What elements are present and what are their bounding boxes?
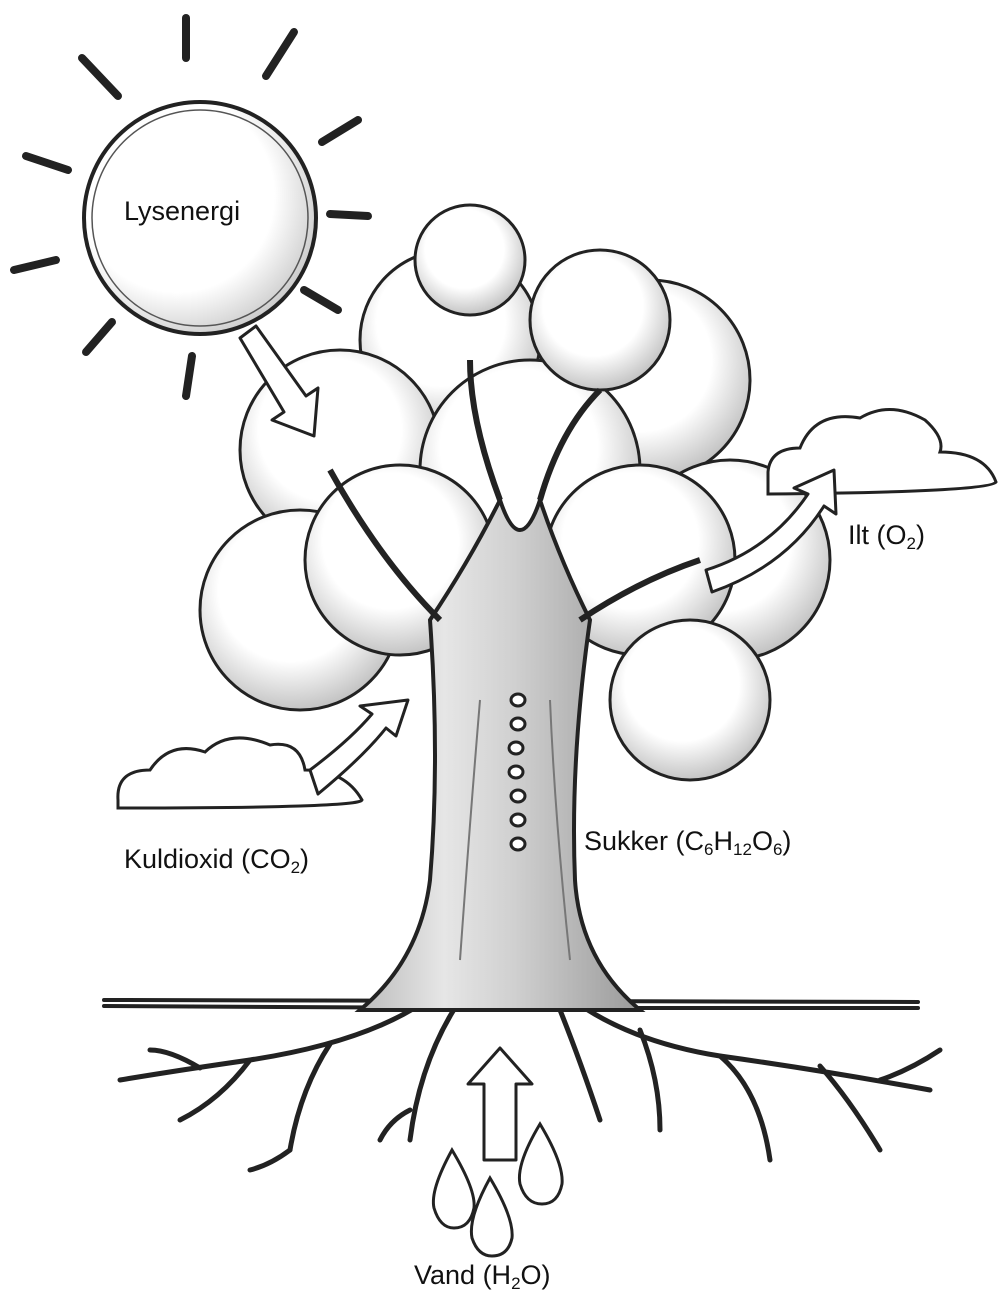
- oxygen-formula-sub: 2: [907, 534, 916, 553]
- water-formula-close: O): [521, 1260, 551, 1290]
- cloud-icon: [768, 409, 996, 494]
- sugar-formula-sub-c: 6: [704, 840, 713, 859]
- sugar-formula-close: ): [782, 826, 791, 856]
- light-energy-label: Lysenergi: [124, 196, 240, 227]
- sugar-label: Sukker (C6H12O6): [584, 826, 791, 860]
- water-name: Vand: [414, 1260, 475, 1290]
- sugar-formula-o: O: [752, 826, 773, 856]
- carbon-dioxide-label: Kuldioxid (CO2): [124, 844, 309, 878]
- water-label: Vand (H2O): [414, 1260, 551, 1294]
- co2-formula-open: (CO: [234, 844, 291, 874]
- sugar-formula-sub-o: 6: [773, 840, 782, 859]
- water-formula-sub: 2: [511, 1274, 520, 1293]
- sugar-formula-h: H: [714, 826, 734, 856]
- oxygen-formula-close: ): [916, 520, 925, 550]
- sugar-name: Sukker: [584, 826, 668, 856]
- co2-formula-close: ): [300, 844, 309, 874]
- sugar-formula-open: (C: [668, 826, 704, 856]
- co2-name: Kuldioxid: [124, 844, 234, 874]
- sugar-formula-sub-h: 12: [733, 840, 752, 859]
- oxygen-label: Ilt (O2): [848, 520, 925, 554]
- oxygen-name: Ilt: [848, 520, 869, 550]
- oxygen-formula-open: (O: [869, 520, 907, 550]
- co2-formula-sub: 2: [291, 858, 300, 877]
- water-formula-open: (H: [475, 1260, 511, 1290]
